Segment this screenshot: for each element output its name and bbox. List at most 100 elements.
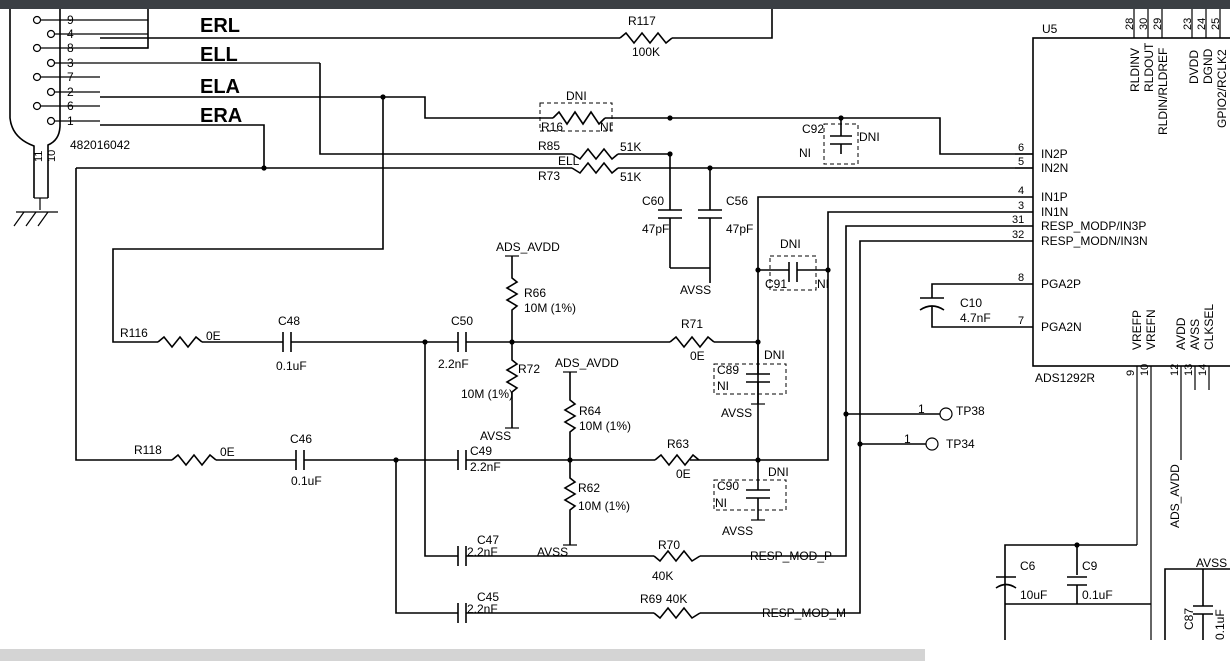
test-point-tp34: 1 TP34 [860,432,975,451]
svg-text:C47: C47 [477,533,499,547]
svg-text:U5: U5 [1042,22,1058,36]
capacitor-c49: C49 2.2nF [457,444,501,474]
capacitor-c10: C10 4.7nF [919,283,1033,328]
svg-text:R118: R118 [134,443,162,457]
svg-text:9: 9 [1125,370,1137,376]
capacitor-c89-dni: DNI C89 NI AVSS [713,342,787,420]
svg-text:R73: R73 [538,169,560,183]
svg-text:13: 13 [1183,364,1195,376]
svg-text:IN1P: IN1P [1041,190,1068,204]
capacitor-c87: C87 0.1uF [1182,569,1227,640]
svg-text:VREFN: VREFN [1144,309,1158,350]
window-top-bar [0,0,1230,9]
svg-text:R71: R71 [681,317,703,331]
svg-text:ADS1292R: ADS1292R [1035,371,1095,385]
svg-text:RLDIN/RLDREF: RLDIN/RLDREF [1156,48,1170,135]
svg-text:1: 1 [918,402,925,416]
label-ela: ELA [200,76,240,98]
svg-text:C6: C6 [1020,559,1036,573]
resistor-r72: R72 10M (1%) [461,342,540,428]
svg-text:DVDD: DVDD [1187,50,1201,84]
connector-wires [100,9,773,168]
svg-text:10: 10 [1139,364,1151,376]
avss-r72: AVSS [480,429,511,443]
resistor-r66: R66 10M (1%) [505,256,576,342]
svg-text:AVSS: AVSS [722,524,753,538]
svg-text:R63: R63 [667,437,689,451]
svg-text:10M (1%): 10M (1%) [579,419,631,433]
net-resp-mod-m: RESP_MOD_M [762,606,846,620]
resistor-r116: R116 0E [120,326,221,349]
capacitor-c90-dni: DNI C90 NI AVSS [713,460,789,538]
svg-text:C91: C91 [765,277,787,291]
svg-text:NI: NI [717,379,729,393]
svg-text:R62: R62 [578,481,600,495]
pin-3: 3 [67,56,74,70]
net-resp-mod-p: RESP_MOD_P [750,549,832,563]
svg-text:DNI: DNI [768,465,789,479]
capacitor-c45: C45 2.2nF [457,590,499,623]
svg-text:TP34: TP34 [946,437,975,451]
svg-text:6: 6 [1018,142,1024,154]
svg-text:C56: C56 [726,194,748,208]
svg-text:IN2P: IN2P [1041,147,1068,161]
svg-text:C50: C50 [451,314,473,328]
capacitor-c92-dni: C92 DNI NI [799,118,880,165]
capacitor-c46: C46 0.1uF [290,432,322,488]
svg-text:C45: C45 [477,590,499,604]
capacitor-c9: C9 0.1uF [1067,559,1113,604]
svg-text:PGA2N: PGA2N [1041,320,1082,334]
svg-text:R64: R64 [579,404,601,418]
label-era: ERA [200,105,242,127]
resistor-r71: R71 0E [669,317,715,363]
svg-text:51K: 51K [620,140,641,154]
svg-text:0E: 0E [206,329,221,343]
svg-text:DNI: DNI [764,348,785,362]
chassis-ground-symbol [13,197,58,227]
svg-text:40K: 40K [652,569,673,583]
svg-text:GPIO2/RCLK2: GPIO2/RCLK2 [1215,49,1229,128]
svg-text:DGND: DGND [1201,48,1215,84]
svg-text:RLDINV: RLDINV [1128,48,1142,92]
svg-text:10uF: 10uF [1020,588,1047,602]
svg-text:IN1N: IN1N [1041,205,1068,219]
pin-10: 10 [46,150,58,162]
svg-text:AVSS: AVSS [721,406,752,420]
svg-text:C60: C60 [642,194,664,208]
svg-text:51K: 51K [620,170,641,184]
pin-6: 6 [67,99,74,113]
pin-9: 9 [67,13,74,27]
ell-net-label: ELL [558,154,580,168]
svg-text:25: 25 [1210,18,1222,30]
svg-text:40K: 40K [666,592,687,606]
svg-text:C46: C46 [290,432,312,446]
resistor-r62: R62 10M (1%) [563,460,630,545]
svg-text:RLDOUT: RLDOUT [1142,42,1156,92]
resistor-r70: R70 40K [652,538,701,583]
svg-text:28: 28 [1124,18,1136,30]
svg-text:2.2nF: 2.2nF [467,602,498,616]
svg-text:12: 12 [1169,364,1181,376]
capacitor-c47: C47 2.2nF [457,533,499,566]
svg-text:C92: C92 [802,122,824,136]
resistor-r63: R63 0E [654,437,700,481]
svg-text:R16: R16 [541,120,563,134]
label-erl: ERL [200,15,240,37]
svg-text:R69: R69 [640,592,662,606]
svg-text:7: 7 [1018,315,1024,327]
capacitor-c6: C6 10uF [995,559,1047,602]
svg-text:2.2nF: 2.2nF [467,545,498,559]
resistor-r73: R73 51K [538,161,641,184]
pin-7: 7 [67,70,74,84]
test-point-tp38: 1 TP38 [846,402,985,421]
svg-text:R117: R117 [628,14,656,28]
svg-text:10M (1%): 10M (1%) [461,387,513,401]
svg-text:NI: NI [799,146,811,160]
svg-text:29: 29 [1152,18,1164,30]
pin-1: 1 [67,114,74,128]
horizontal-scrollbar[interactable] [0,649,925,661]
connector-part-number: 482016042 [70,138,130,152]
resistor-r85: R85 51K [538,139,641,161]
capacitor-c56: C56 47pF [698,168,753,268]
